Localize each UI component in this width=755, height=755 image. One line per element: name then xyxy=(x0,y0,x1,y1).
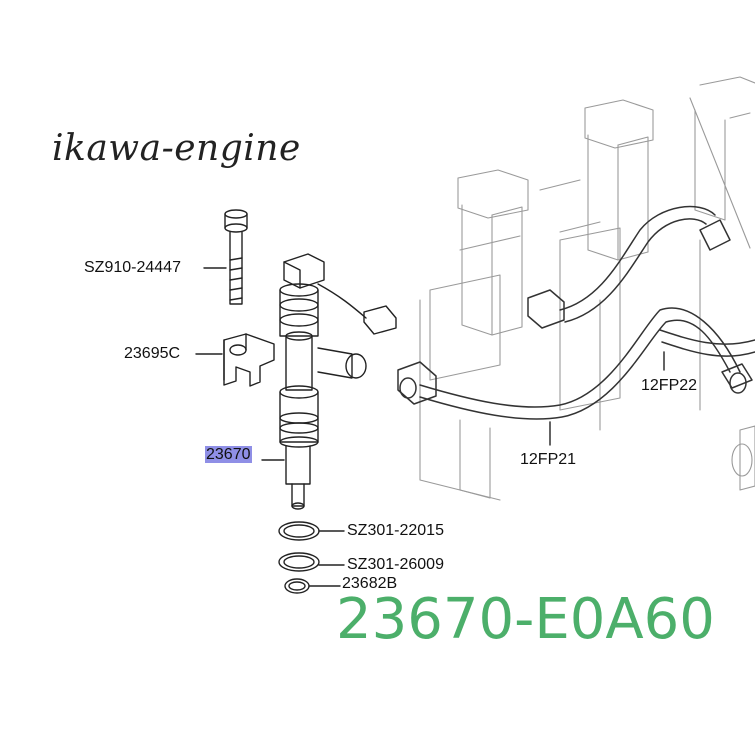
label-injector-highlight: 23670 xyxy=(205,446,252,463)
label-pipe-21: 12FP21 xyxy=(520,451,577,468)
engine-block-drawing xyxy=(419,76,755,501)
label-bolt: SZ910-24447 xyxy=(84,259,181,276)
clamp-drawing xyxy=(223,333,275,387)
part-number: 23670-E0A60 xyxy=(336,587,715,652)
injector-drawing xyxy=(279,253,397,510)
watermark-text: ikawa-engine xyxy=(52,128,301,169)
bolt-drawing xyxy=(224,209,248,305)
label-clamp: 23695C xyxy=(124,345,181,362)
label-ring-middle: SZ301-26009 xyxy=(347,556,444,573)
label-injector: 23670 xyxy=(205,446,252,464)
o-ring-middle-drawing xyxy=(278,552,320,572)
label-washer: 23682B xyxy=(342,575,398,592)
label-ring-upper: SZ301-22015 xyxy=(347,522,444,539)
o-ring-upper-drawing xyxy=(278,521,320,541)
washer-drawing xyxy=(284,578,310,594)
fuel-pipes-drawing xyxy=(397,205,755,420)
label-pipe-22: 12FP22 xyxy=(641,377,698,394)
